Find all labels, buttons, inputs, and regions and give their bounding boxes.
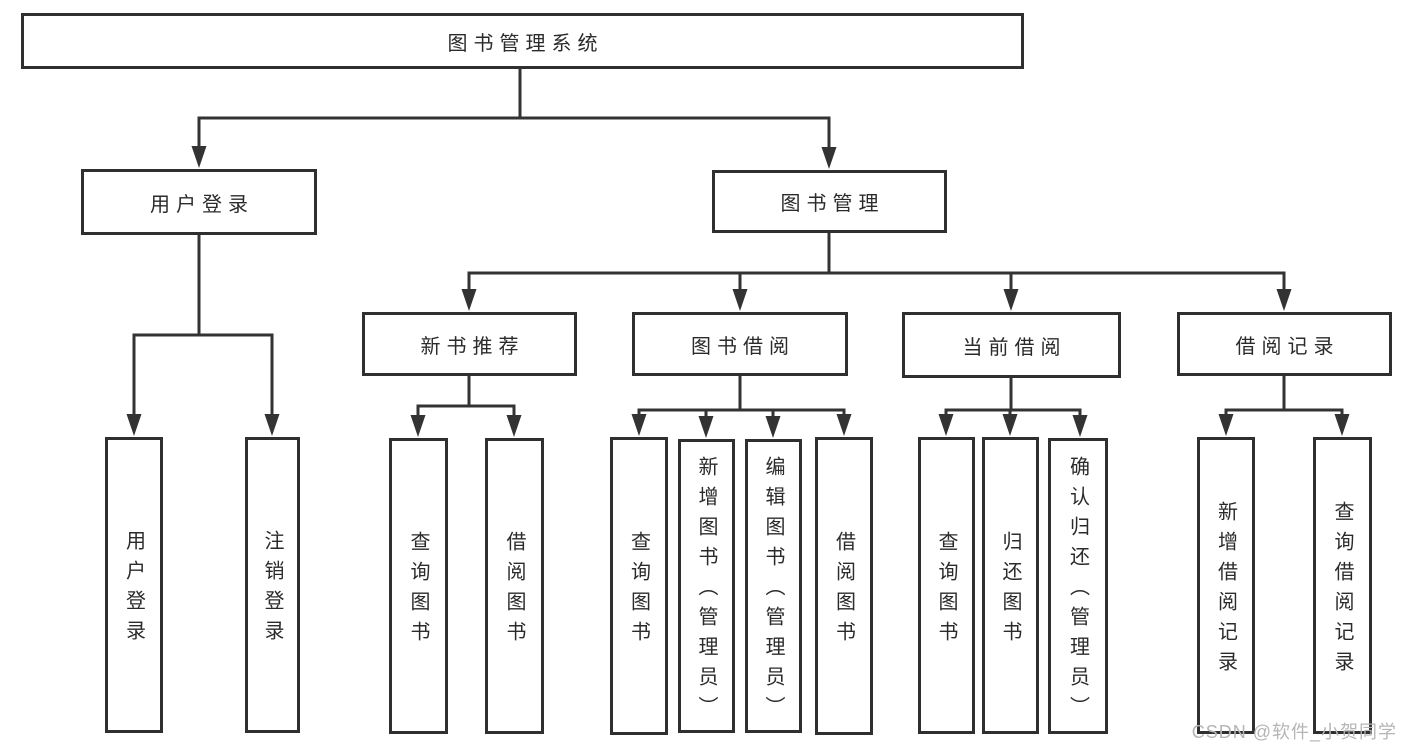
leaf-label: 注销登录 bbox=[261, 530, 283, 650]
leaf-records-query-borrow-record: 查询借阅记录 bbox=[1313, 437, 1372, 734]
node-book-management-system: 图书管理系统 bbox=[21, 13, 1024, 69]
node-label: 图书借阅 bbox=[691, 335, 795, 358]
leaf-label: 编辑图书（管理员） bbox=[762, 456, 784, 726]
leaf-borrowing-borrow-books: 借阅图书 bbox=[815, 437, 873, 735]
leaf-newbook-query-books: 查询图书 bbox=[389, 438, 448, 734]
leaf-label: 新增图书（管理员） bbox=[695, 456, 717, 726]
leaf-current-return-books: 归还图书 bbox=[982, 437, 1039, 734]
node-book-management: 图书管理 bbox=[712, 170, 947, 233]
leaf-label: 确认归还（管理员） bbox=[1066, 456, 1089, 726]
leaf-label: 查询图书 bbox=[407, 531, 429, 651]
leaf-label: 归还图书 bbox=[999, 530, 1021, 651]
leaf-current-confirm-return-admin: 确认归还（管理员） bbox=[1048, 438, 1108, 734]
leaf-current-query-books: 查询图书 bbox=[918, 437, 975, 734]
leaf-newbook-borrow-books: 借阅图书 bbox=[485, 438, 544, 734]
leaf-borrowing-query-books: 查询图书 bbox=[610, 437, 668, 735]
node-book-borrowing: 图书借阅 bbox=[632, 312, 848, 376]
leaf-label: 查询图书 bbox=[627, 531, 650, 651]
leaf-label: 借阅图书 bbox=[832, 531, 855, 651]
node-label: 当前借阅 bbox=[962, 336, 1067, 359]
node-label: 图书管理 bbox=[780, 193, 885, 215]
node-label: 新书推荐 bbox=[420, 335, 525, 358]
node-label: 用户登录 bbox=[150, 193, 254, 216]
leaf-records-add-borrow-record: 新增借阅记录 bbox=[1197, 437, 1255, 734]
leaf-label: 查询图书 bbox=[935, 530, 957, 651]
leaf-borrowing-add-books-admin: 新增图书（管理员） bbox=[678, 439, 735, 733]
node-label: 借阅记录 bbox=[1235, 335, 1340, 358]
leaf-user-login: 用户登录 bbox=[105, 437, 163, 733]
leaf-label: 用户登录 bbox=[122, 530, 145, 650]
csdn-watermark: CSDN @软件_小贺同学 bbox=[1191, 722, 1397, 742]
leaf-label: 新增借阅记录 bbox=[1214, 500, 1237, 681]
node-user-login: 用户登录 bbox=[81, 169, 317, 235]
leaf-label: 借阅图书 bbox=[503, 531, 525, 651]
node-current-borrowing: 当前借阅 bbox=[902, 312, 1121, 378]
leaf-borrowing-edit-books-admin: 编辑图书（管理员） bbox=[745, 439, 802, 733]
node-borrowing-records: 借阅记录 bbox=[1177, 312, 1392, 376]
node-label: 图书管理系统 bbox=[447, 32, 604, 55]
leaf-label: 查询借阅记录 bbox=[1331, 500, 1353, 681]
node-new-book-recommendation: 新书推荐 bbox=[362, 312, 577, 376]
leaf-logout: 注销登录 bbox=[245, 437, 300, 733]
